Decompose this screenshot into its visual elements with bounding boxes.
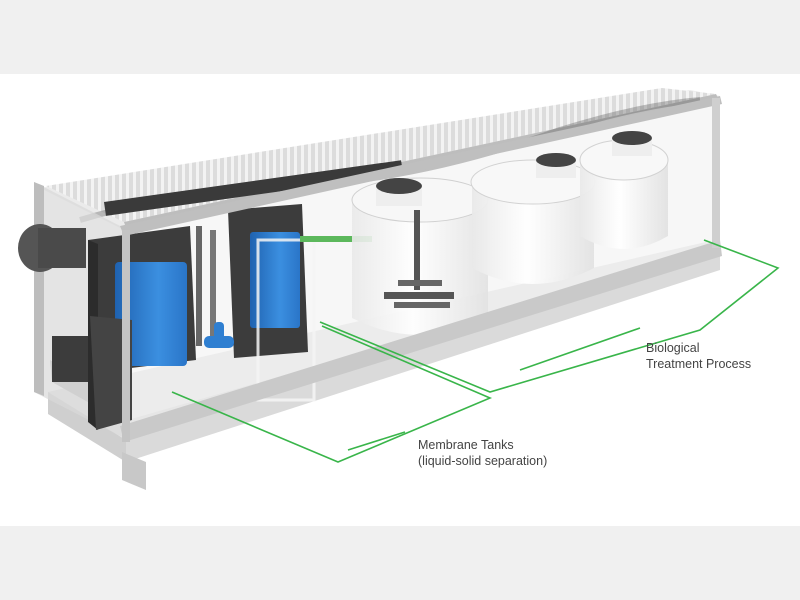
membrane-module-1	[115, 262, 187, 366]
membrane-tank-1	[88, 226, 196, 430]
membrane-callout-bracket	[171, 325, 493, 463]
end-wall-post	[34, 182, 44, 396]
callout-lines	[171, 239, 780, 463]
membrane-label-line2: (liquid-solid separation)	[418, 454, 548, 468]
membrane-label-line1: Membrane Tanks	[418, 438, 514, 452]
skid-foot	[122, 452, 146, 490]
membrane-callout-leader	[347, 431, 406, 451]
bio-tank-2	[470, 153, 596, 284]
membrane-tanks-label: Membrane Tanks (liquid-solid separation)	[418, 437, 547, 469]
blower-unit	[18, 224, 88, 382]
biological-label-line2: Treatment Process	[646, 357, 752, 371]
bio-tank-3	[579, 131, 669, 249]
overhead-duct	[104, 160, 404, 216]
mixer-agitator	[384, 210, 454, 308]
biological-label-line1: Biological	[646, 341, 700, 355]
membrane-tank-2	[228, 204, 316, 402]
container-front-frame	[120, 96, 722, 442]
green-pipe	[300, 236, 372, 242]
piping	[104, 160, 404, 348]
biological-treatment-label: Biological Treatment Process	[646, 340, 751, 372]
bio-tank-1	[351, 177, 489, 335]
membrane-module-2	[250, 232, 300, 328]
bio-callout-bracket	[319, 239, 780, 393]
bio-callout-leader	[519, 327, 641, 371]
